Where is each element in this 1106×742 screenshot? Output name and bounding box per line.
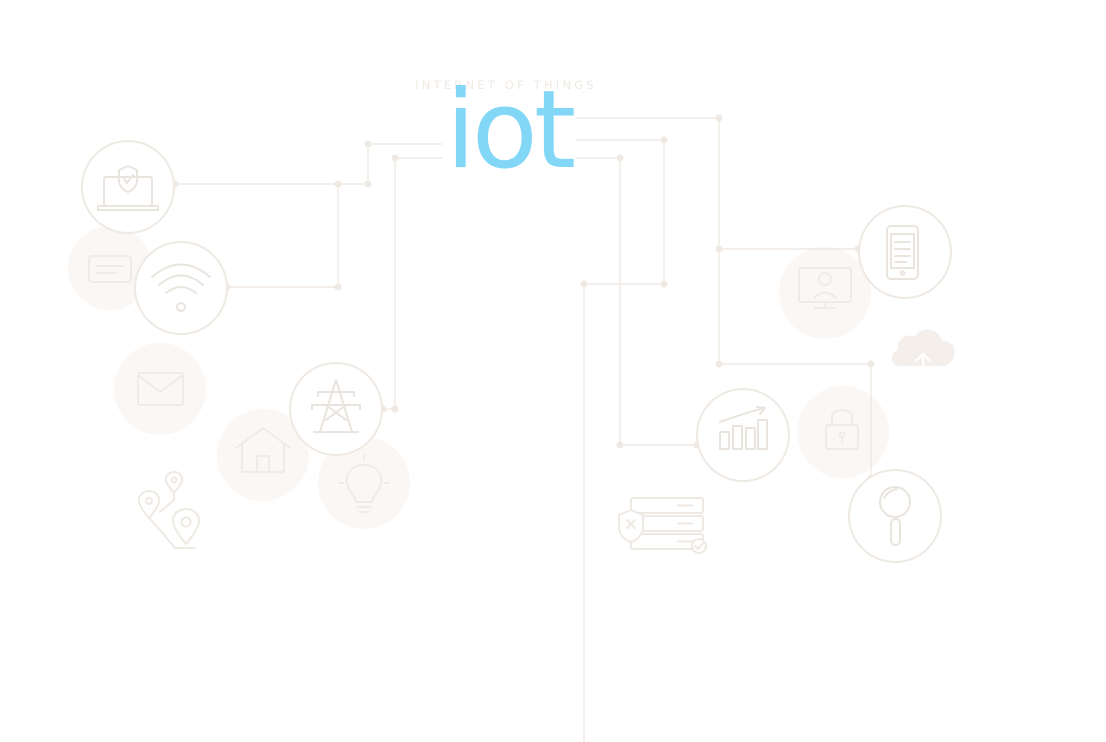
server-shield-icon (618, 497, 707, 554)
wifi-icon (151, 263, 211, 312)
brand-title: iot (445, 68, 576, 193)
phone-ring (858, 205, 952, 299)
line-chart (576, 157, 697, 446)
padlock-icon (825, 409, 859, 450)
line-laptop (175, 143, 442, 185)
tower-ring (289, 362, 383, 456)
card-icon (88, 255, 132, 283)
cloud-arrow (914, 352, 932, 380)
laptop-ring (81, 140, 175, 234)
search-icon (879, 486, 911, 546)
lightbulb-icon (338, 454, 390, 513)
power-tower-icon (311, 379, 361, 433)
home-icon (235, 427, 291, 473)
growth-chart-icon (719, 406, 768, 450)
brand-subtitle: INTERNET OF THINGS (415, 78, 597, 92)
lightbulb-bubble (318, 437, 410, 529)
icon-rings (81, 140, 952, 563)
laptop-shield-icon (97, 165, 159, 211)
mail-icon (137, 372, 184, 406)
location-pins-icon (137, 471, 201, 549)
mail-bubble (114, 343, 206, 435)
line-wifi (227, 184, 339, 288)
cloud-upload-icon (891, 329, 955, 366)
monitor-person-icon (798, 267, 852, 309)
line-tower (383, 157, 442, 410)
card-bubble (68, 226, 152, 310)
smartphone-icon (886, 225, 919, 280)
